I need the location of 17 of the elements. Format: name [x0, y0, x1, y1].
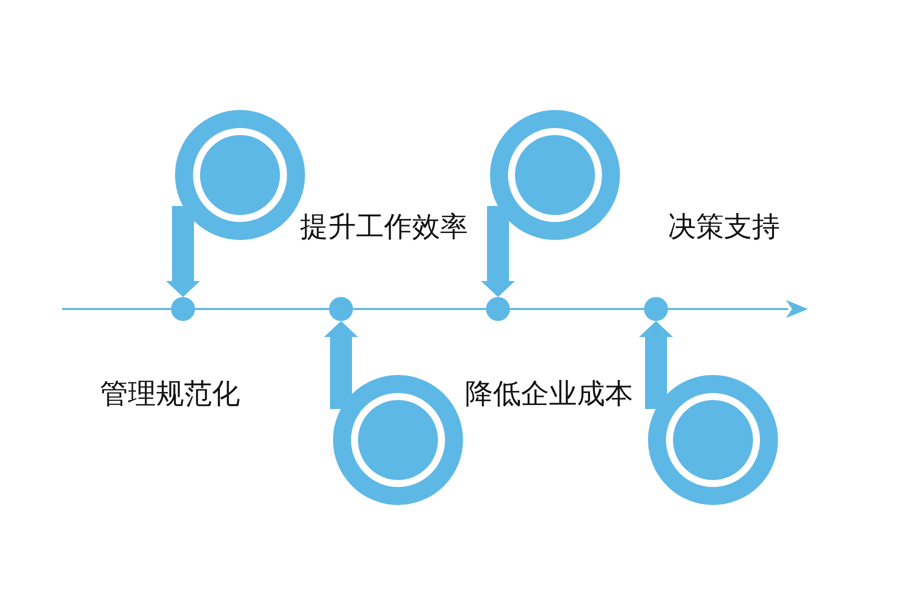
arrow: [324, 321, 358, 409]
arrow: [166, 206, 200, 297]
timeline-dot: [644, 297, 668, 321]
timeline-dot: [171, 297, 195, 321]
timeline-dot: [486, 297, 510, 321]
arrow: [481, 206, 515, 297]
timeline-line: [62, 308, 171, 310]
milestone-label: 降低企业成本: [465, 376, 633, 412]
timeline-dot: [329, 297, 353, 321]
arrow: [639, 321, 673, 409]
timeline-line: [510, 308, 644, 310]
milestone-label: 决策支持: [668, 209, 780, 245]
timeline-line: [195, 308, 329, 310]
milestone-label: 管理规范化: [100, 376, 240, 412]
timeline-arrow: [668, 300, 808, 318]
milestone-label: 提升工作效率: [300, 209, 468, 245]
timeline-line: [353, 308, 486, 310]
